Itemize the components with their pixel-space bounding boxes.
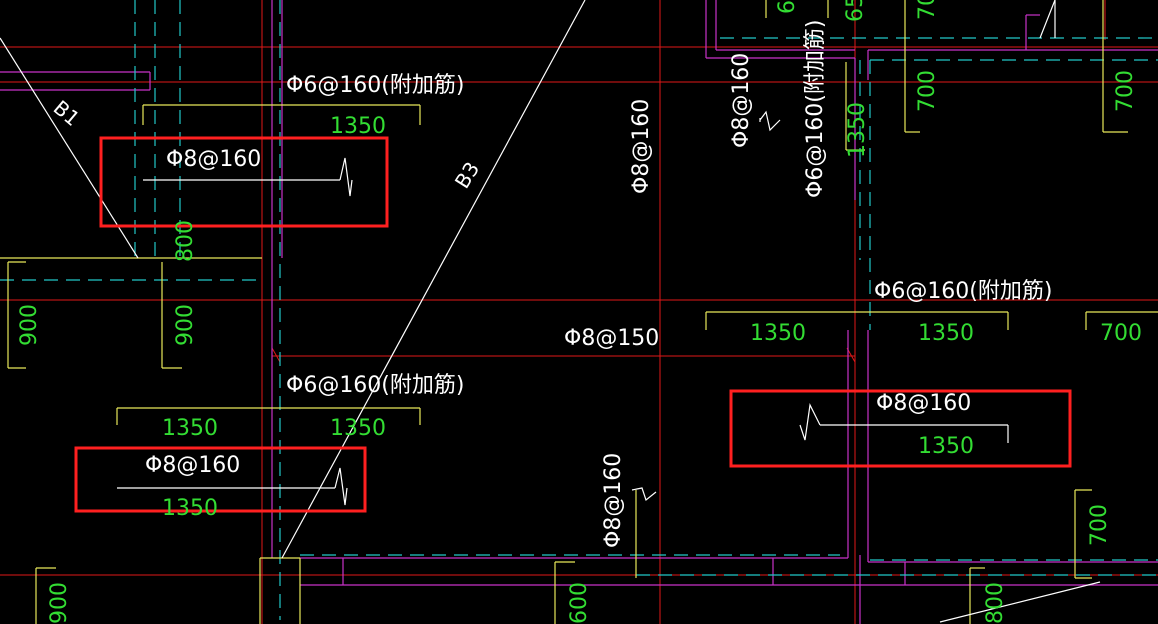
rebar-label-phi8-160-vert1: Φ8@160 xyxy=(629,99,654,194)
rebar-label-phi8-160-box2: Φ8@160 xyxy=(145,453,240,478)
highlight-boxes[interactable] xyxy=(74,136,1072,513)
rebar-label-phi6-add-2: Φ6@160(附加筋) xyxy=(286,373,464,398)
dim-1350-d: 1350 xyxy=(162,496,218,521)
dim-700-b: 700 xyxy=(915,70,940,112)
dim-900-a: 900 xyxy=(17,304,42,346)
dim-65: 65 xyxy=(843,0,868,22)
dim-1350-vert: 1350 xyxy=(845,102,870,158)
rebar-label-phi8-160-vert2: Φ8@160 xyxy=(729,53,754,148)
rebar-label-phi8-160-box3: Φ8@160 xyxy=(876,391,971,416)
dim-700-c: 700 xyxy=(1113,70,1138,112)
dim-700-a: 700 xyxy=(1100,321,1142,346)
slab-label-b1: B1 xyxy=(49,95,85,130)
dim-700-d: 700 xyxy=(1087,504,1112,546)
rebar-label-phi8-160-box1: Φ8@160 xyxy=(166,147,261,172)
rebar-label-phi8-150: Φ8@150 xyxy=(564,326,659,351)
highlight-box-1[interactable] xyxy=(99,136,389,228)
dim-700-top: 700 xyxy=(915,0,940,20)
dim-1350-g: 1350 xyxy=(918,434,974,459)
dim-1350-c: 1350 xyxy=(330,416,386,441)
dim-800-br: 800 xyxy=(983,582,1008,624)
dim-900-c: 900 xyxy=(47,582,72,624)
dim-6: 6 xyxy=(775,0,800,14)
dim-800: 800 xyxy=(173,220,198,262)
dim-1350-a: 1350 xyxy=(330,114,386,139)
slab-label-b3: B3 xyxy=(450,157,484,192)
highlight-box-3[interactable] xyxy=(729,389,1072,468)
dim-900-b: 900 xyxy=(173,304,198,346)
rebar-label-phi8-160-vert3: Φ8@160 xyxy=(601,453,626,548)
rebar-label-phi6-add-vert: Φ6@160(附加筋) xyxy=(803,20,828,198)
dim-600: 600 xyxy=(567,582,592,624)
dim-1350-e: 1350 xyxy=(750,321,806,346)
rebar-label-phi6-add-3: Φ6@160(附加筋) xyxy=(874,279,1052,304)
rebar-label-phi6-add-1: Φ6@160(附加筋) xyxy=(286,73,464,98)
dim-1350-b: 1350 xyxy=(162,416,218,441)
rebar-bars xyxy=(0,0,1101,623)
dim-1350-f: 1350 xyxy=(918,321,974,346)
highlight-box-2[interactable] xyxy=(74,446,367,513)
